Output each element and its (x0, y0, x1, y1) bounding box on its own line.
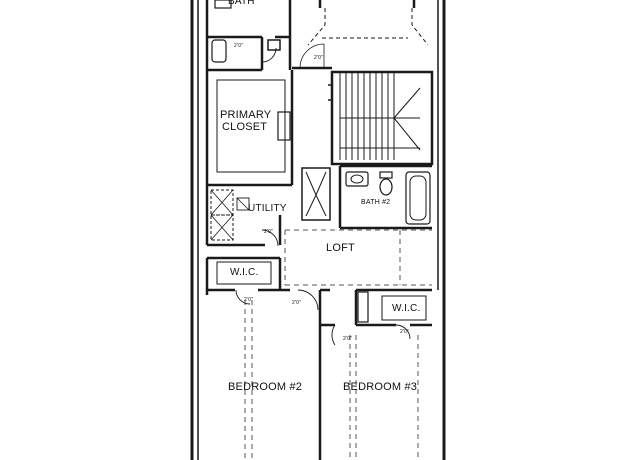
bedroom2-label: BEDROOM #2 (228, 381, 303, 393)
loft-label: LOFT (326, 242, 355, 254)
utility-label: UTILITY (248, 203, 287, 214)
primary-closet-label-line2: CLOSET (222, 121, 268, 133)
door-tag: 2'0" (400, 329, 410, 335)
exterior-walls (190, 0, 446, 460)
wic-left-label: W.I.C. (230, 267, 259, 278)
door-tag: 2'0" (343, 336, 353, 342)
bedroom3-label: BEDROOM #3 (343, 381, 418, 393)
door-tag: 2'0" (314, 55, 324, 61)
primary-bath-walls (205, 0, 292, 72)
primary-closet-walls (205, 70, 294, 187)
wic-right-walls (354, 288, 432, 327)
bedroom-walls (318, 288, 335, 460)
loft-outline (284, 229, 432, 286)
stairs (328, 70, 434, 166)
primary-closet-label-line1: PRIMARY (220, 109, 272, 121)
bedroom-dashed-lines (244, 300, 419, 460)
bath-top-label: BATH (228, 0, 255, 7)
bath2-walls (338, 164, 432, 230)
upper-room (292, 0, 429, 70)
door-tag: 2'0" (292, 300, 302, 306)
door-swings (235, 47, 411, 346)
attic-access (301, 167, 331, 221)
door-tag: 2'0" (244, 297, 254, 303)
wic-right-label: W.I.C. (392, 303, 421, 314)
door-tag: 2'0" (264, 229, 274, 235)
door-tag: 2'0" (234, 43, 244, 49)
bath2-label: BATH #2 (361, 199, 391, 206)
utility-walls (205, 185, 282, 247)
wic-left-walls (205, 256, 290, 295)
